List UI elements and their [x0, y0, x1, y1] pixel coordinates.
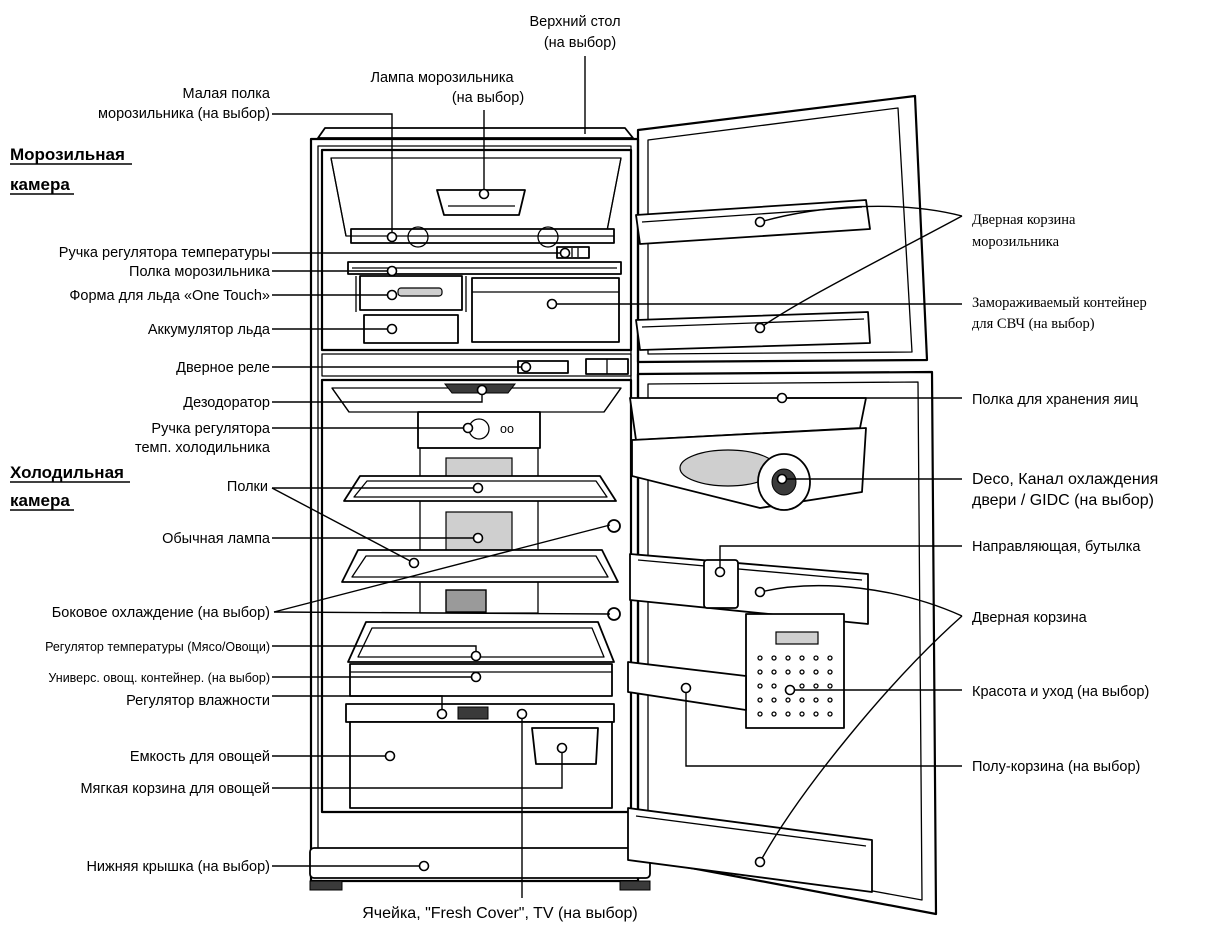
label-veg-box: Емкость для овощей — [130, 749, 270, 765]
label-deodorizer: Дезодоратор — [183, 395, 270, 411]
foot-left — [309, 880, 343, 891]
section-freezer-line2: камера — [10, 175, 70, 194]
leader-lines — [271, 56, 963, 898]
freezer-compartment — [320, 148, 633, 352]
meat-veg-cover — [347, 621, 615, 663]
label-small-shelf-2: морозильника (на выбор) — [98, 106, 270, 122]
freezer-container — [471, 277, 620, 343]
foot-right — [619, 880, 651, 891]
label-shelves: Полки — [227, 479, 268, 495]
label-side-cooling: Боковое охлаждение (на выбор) — [52, 605, 270, 621]
label-deco-1: Deco, Канал охлаждения — [972, 471, 1158, 488]
label-fridge-knob-1: Ручка регулятора — [151, 421, 270, 437]
beauty-care-dots — [757, 655, 833, 717]
label-universal: Универс. овощ. контейнер. (на выбор) — [48, 671, 270, 685]
label-freezer-lamp-1: Лампа морозильника — [370, 70, 514, 86]
label-fresh-cover: Ячейка, "Fresh Cover", TV (на выбор) — [362, 905, 638, 922]
label-door-basket: Дверная корзина — [972, 610, 1088, 626]
section-freezer-line1: Морозильная — [10, 145, 125, 164]
fridge-knob-housing — [417, 411, 541, 449]
labels: Морозильная камера Холодильная камера Ве… — [10, 14, 1158, 922]
label-fridge-knob-2: темп. холодильника — [135, 440, 271, 456]
label-door-relay: Дверное реле — [176, 360, 270, 376]
label-ice-bank: Аккумулятор льда — [148, 322, 271, 338]
label-small-shelf-1: Малая полка — [183, 86, 271, 102]
label-temp-knob: Ручка регулятора температуры — [59, 245, 270, 261]
label-soft-basket: Мягкая корзина для овощей — [80, 781, 270, 797]
label-top-table-1: Верхний стол — [529, 14, 620, 30]
label-meat-veg: Регулятор температуры (Мясо/Овощи) — [45, 640, 270, 654]
svg-text:oo: oo — [500, 422, 514, 436]
freezer-door-basket-upper — [635, 199, 871, 245]
label-half-basket: Полу-корзина (на выбор) — [972, 759, 1140, 775]
label-beauty: Красота и уход (на выбор) — [972, 684, 1149, 700]
label-freezer-shelf: Полка морозильника — [129, 264, 271, 280]
door-basket-lower — [627, 807, 873, 893]
top-table — [317, 127, 634, 139]
label-top-table-2: (на выбор) — [544, 35, 616, 51]
beauty-care-box — [745, 613, 845, 729]
label-freezer-door-basket-1: Дверная корзина — [972, 212, 1076, 228]
bottom-cover — [309, 847, 651, 879]
label-microwave-1: Замораживаемый контейнер — [972, 295, 1147, 311]
label-ice-tray: Форма для льда «One Touch» — [69, 288, 270, 304]
label-freezer-door-basket-2: морозильника — [972, 234, 1060, 250]
label-deco-2: двери / GIDC (на выбор) — [972, 492, 1154, 509]
label-microwave-2: для СВЧ (на выбор) — [972, 316, 1095, 332]
control-strip — [321, 353, 632, 377]
freezer-door-basket-lower — [635, 311, 871, 351]
refrigerator-illustration: oo — [309, 94, 938, 916]
label-lamp: Обычная лампа — [162, 531, 271, 547]
section-fridge-line1: Холодильная — [10, 463, 124, 482]
section-fridge-line2: камера — [10, 491, 70, 510]
bottle-guide — [703, 559, 739, 609]
label-bottom-cover: Нижняя крышка (на выбор) — [86, 859, 270, 875]
label-humidity: Регулятор влажности — [126, 693, 270, 709]
shelf-lower — [341, 549, 619, 583]
label-bottle-guide: Направляющая, бутылка — [972, 539, 1141, 555]
fridge-door — [636, 370, 938, 916]
freezer-door — [636, 94, 929, 364]
label-freezer-lamp-2: (на выбор) — [452, 90, 524, 106]
label-egg-shelf: Полка для хранения яиц — [972, 392, 1138, 408]
universal-container — [349, 663, 613, 697]
freezer-lamp — [436, 189, 526, 216]
door-basket-upper — [629, 553, 869, 625]
side-cooling-upper — [607, 519, 621, 533]
